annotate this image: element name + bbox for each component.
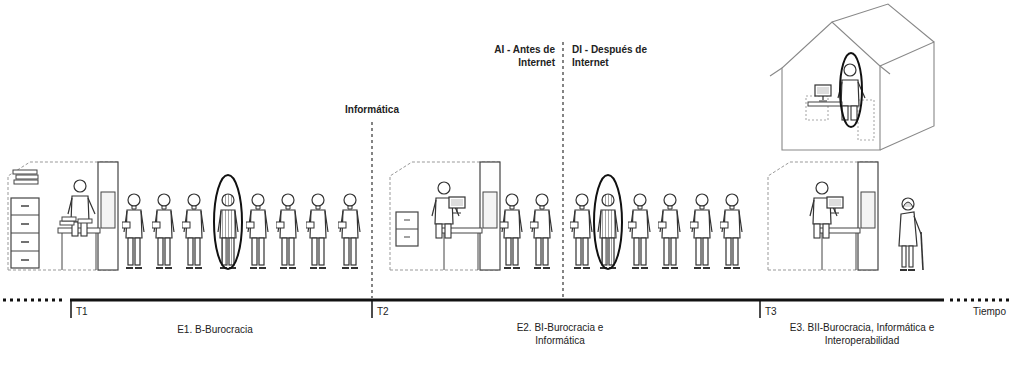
home-user [808,64,865,120]
time-tick [371,300,373,318]
elderly-person [899,198,923,270]
house [770,4,934,150]
highlight-ellipse [214,175,242,269]
office-booth [768,162,878,270]
timeline-dotted [3,299,66,302]
office-booth [8,162,118,270]
era-marker: AI - Antes de Internet [478,44,556,69]
time-point: T2 [376,306,390,319]
era-divider [371,122,372,298]
stage-label: E1. B-Burocracia [176,324,254,337]
era-divider [562,42,563,298]
timeline-dotted [950,299,1013,302]
time-point: T1 [75,306,89,319]
stage-label: E2. BI-Burocracia e Informática [504,322,616,347]
timeline-axis [70,299,944,302]
stage-label: E3. BII-Burocracia, Informática e Intero… [781,322,943,347]
time-tick [759,300,761,318]
highlight-ellipse [594,175,622,269]
era-marker: DI - Después de Internet [571,44,653,69]
office-booth [390,162,500,270]
time-tick [70,300,72,318]
time-point: T3 [764,306,778,319]
highlight-ellipse [840,53,862,127]
axis-label: Tiempo [972,306,1007,319]
era-marker: Informática [344,104,400,117]
